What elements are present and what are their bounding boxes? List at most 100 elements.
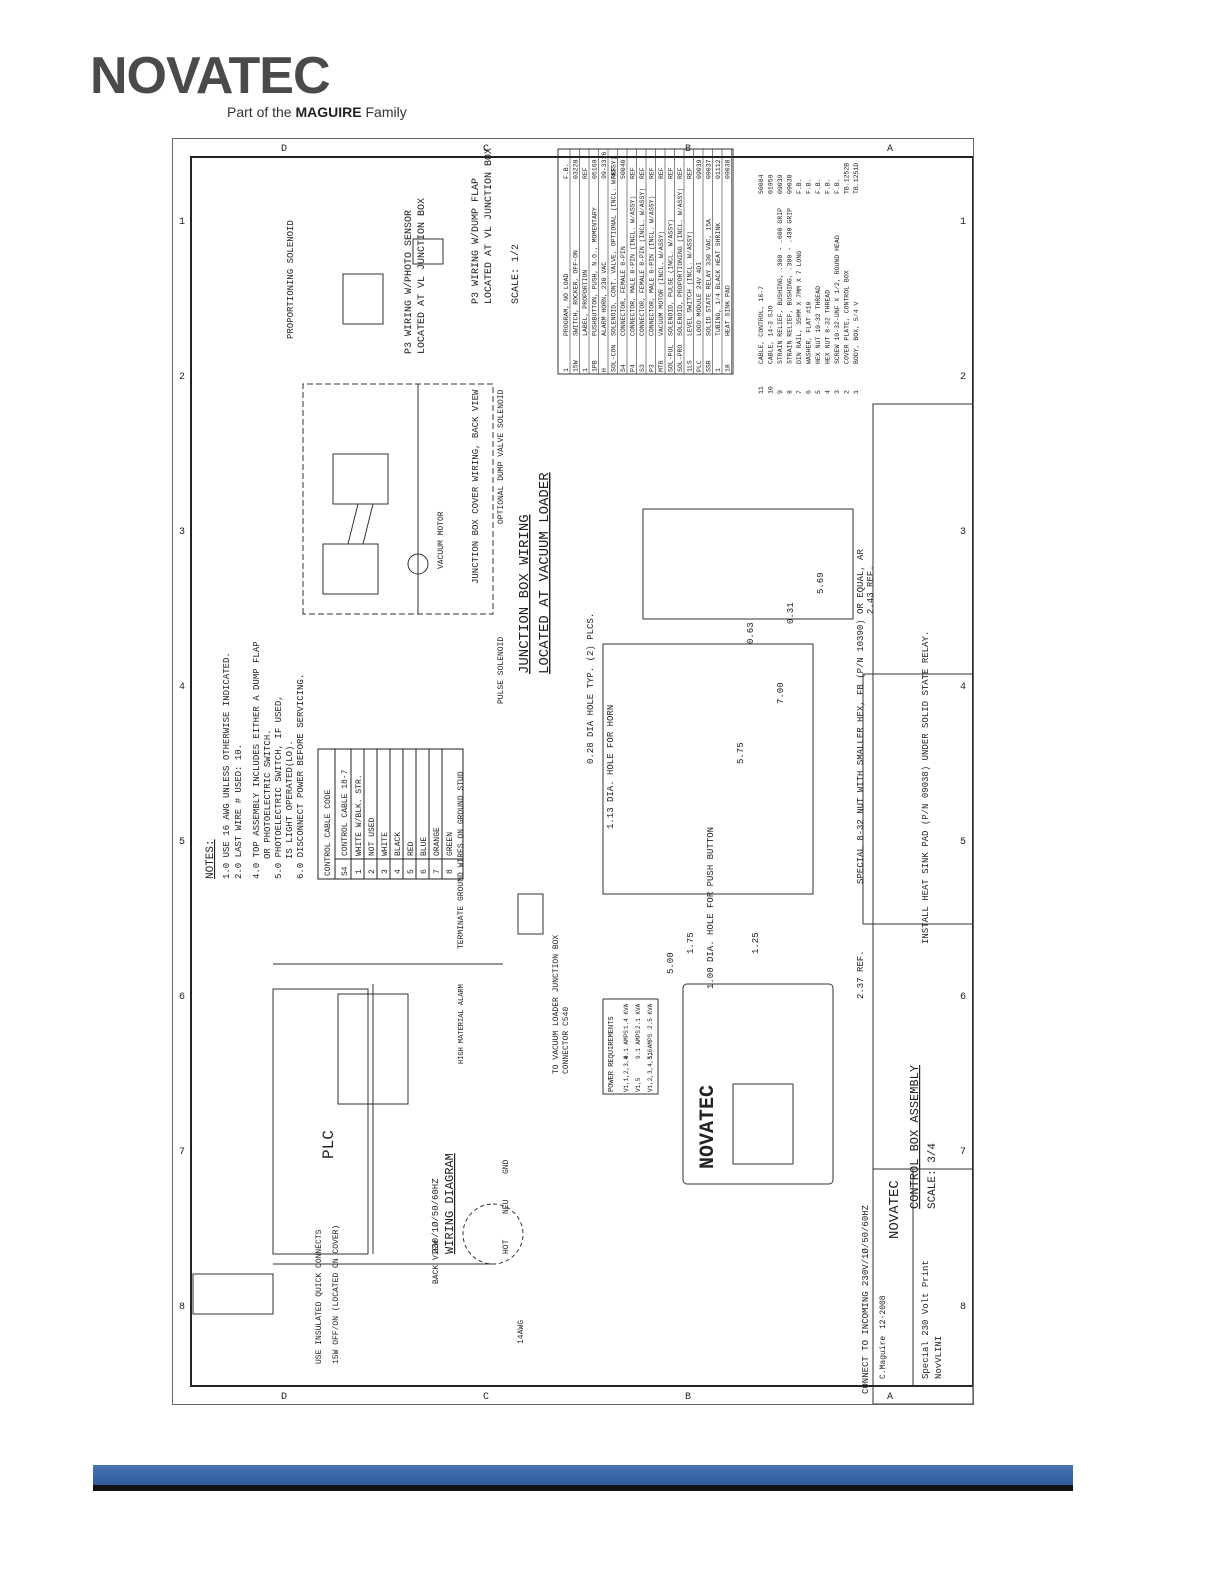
power-title: POWER REQUIREMENTS [608, 1016, 616, 1092]
parts1-desc: SOLENOID, PULSE (INCL. W/ASSY) [668, 219, 675, 336]
parts1-desc: PUSHBUTTON, PUSH, N.O., MOMENTARY [592, 207, 599, 336]
wd-high-material: HIGH MATERIAL ALARM [458, 984, 466, 1064]
parts2-item: 11 [758, 386, 765, 394]
zone-number: 8 [960, 1302, 966, 1313]
zone-letter: D [281, 144, 287, 155]
cable-row-num: 8 [446, 869, 455, 874]
parts1-desc: VACUUM MOTOR (INCL. W/ASSY) [658, 231, 665, 336]
cb-hole-button: 1.00 DIA. HOLE FOR PUSH BUTTON [706, 827, 716, 989]
parts1-pn: 09039 [696, 159, 703, 179]
parts1-desc: ALARM HORN, 230 VAC [601, 262, 608, 336]
wd-power-spec: 230/1Ø/50/60HZ [431, 1178, 441, 1254]
cable-row-desc: GREEN [446, 832, 455, 856]
parts2-desc: BODY, BOX, 5/4 V [853, 301, 860, 364]
zone-number: 3 [179, 527, 185, 538]
parts1-pn: 05169 [592, 159, 599, 179]
parts-list-lower [558, 639, 973, 1374]
parts2-desc: COVER PLATE, CONTROL BOX [844, 270, 851, 364]
parts2-desc: SCREW 10-32-UNF X 1/2, ROUND HEAD [834, 235, 841, 364]
parts1-desc: CONNECTOR, MALE 8-PIN (INCL. W/ASSY) [630, 196, 637, 336]
notes-title: NOTES: [205, 839, 217, 879]
note-1: 1.0 USE 16 AWG UNLESS OTHERWISE INDICATE… [222, 652, 232, 879]
parts1-desc: SOLID STATE RELAY 330 VAC, 15A [706, 219, 713, 336]
parts1-desc: SOLENOID, CONT. VALVE, OPTIONAL (INCL. W… [611, 157, 618, 336]
footer-bar [93, 1465, 1073, 1485]
parts1-item: 1 [582, 368, 589, 372]
power-row-kva: 2.5 KVA [647, 1003, 654, 1029]
notes-block: NOTES: 1.0 USE 16 AWG UNLESS OTHERWISE I… [205, 641, 306, 879]
zone-number: 1 [960, 217, 966, 228]
power-row-volt: V1,2,3,4,5,6 [647, 1048, 654, 1092]
p3-scale: SCALE: 1/2 [510, 244, 522, 304]
parts2-item: 3 [834, 390, 841, 394]
wd-title: WIRING DIAGRAM [443, 1153, 457, 1254]
jb-title: JUNCTION BOX WIRING [517, 514, 533, 674]
wd-use-insulated: USE INSULATED QUICK CONNECTS [315, 1229, 324, 1364]
tagline-suffix: Family [365, 104, 407, 120]
parts1-pn: 03228 [573, 159, 580, 179]
zone-letter: A [887, 144, 893, 155]
note-5: 5.0 PHOTOELECTRIC SWITCH, IF USED, [274, 695, 284, 879]
parts2-pn: F.B. [806, 178, 813, 194]
cable-row-desc: ORANGE [433, 827, 442, 856]
control-box-assembly: NOVATEC CONTROL BOX ASSEMBLY SCALE: 3/4 … [586, 508, 973, 1394]
parts1-pn: 09037 [706, 159, 713, 179]
zone-number: 6 [179, 992, 185, 1003]
parts2-pn: 09039 [777, 174, 784, 194]
parts2-desc: CABLE, 14-3 SJO [768, 305, 775, 364]
zone-letter: D [281, 1392, 287, 1403]
parts1-pn: 01112 [715, 159, 722, 179]
cable-row-desc: WHITE [381, 832, 390, 856]
dimension-label: 0.63 [746, 622, 756, 644]
zone-number: 7 [960, 1147, 966, 1158]
tagline-prefix: Part of the [227, 104, 292, 120]
cable-header-s4: S4 [341, 866, 350, 876]
jb-subtitle: LOCATED AT VACUUM LOADER [537, 472, 553, 674]
cb-connect: CONNECT TO INCOMING 230V/1Ø/50/60HZ [861, 1204, 871, 1394]
parts2-item: 4 [825, 390, 832, 394]
cable-row-desc: RED [407, 841, 416, 856]
zone-letter: A [887, 1392, 893, 1403]
parts1-desc: LABEL, PROPORTION [582, 270, 589, 336]
parts1-item: SOL-CON [611, 345, 618, 372]
zone-number: 7 [179, 1147, 185, 1158]
note-2: 2.0 LAST WIRE # USED: 10. [234, 744, 244, 879]
cable-row-num: 1 [355, 869, 364, 874]
power-row-kva: 1.4 KVA [623, 1003, 630, 1029]
logo-tagline: Part of the MAGUIRE Family [227, 104, 407, 120]
parts1-pn: REF [582, 167, 589, 179]
zone-number: 3 [960, 527, 966, 538]
parts2-desc: STRAIN RELIEF, BUSHING, .300 - .600 GRIP [777, 208, 784, 364]
parts2-item: 2 [844, 390, 851, 394]
parts2-pn: TB.1252B [844, 163, 851, 194]
parts1-item: 18 [725, 364, 732, 372]
cable-row-num: 3 [381, 869, 390, 874]
parts1-desc: HEAT SINK PAD [725, 285, 732, 336]
parts2-pn: 09038 [787, 174, 794, 194]
dimension-label: 2.37 REF. [856, 950, 866, 999]
note-5b: IS LIGHT OPERATED(LO). [285, 740, 295, 859]
power-row-amps: 8.1 AMPS [623, 1030, 630, 1059]
parts1-pn: REF [677, 167, 684, 179]
cb-scale: SCALE: 3/4 [927, 1143, 939, 1209]
parts1-item: SOL-PUL [668, 345, 675, 372]
p3-wiring-section: P3 WIRING W/PHOTO SENSOR LOCATED AT VL J… [342, 148, 522, 354]
cable-row-num: 2 [368, 869, 377, 874]
wd-gnd: GND [502, 1159, 511, 1174]
parts1-pn: 50040 [620, 159, 627, 179]
parts2-pn: F.B. [815, 178, 822, 194]
parts1-desc: CONNECTOR, FEMALE 8-PIN (INCL. W/ASSY) [639, 188, 646, 336]
power-row-amps: 9.1 AMPS [635, 1030, 642, 1059]
parts1-item: MTR [658, 360, 665, 372]
note-4: 4.0 TOP ASSEMBLY INCLUDES EITHER A DUMP … [252, 641, 262, 879]
tb-subtitle: NovVLINI [934, 1336, 944, 1379]
wd-to-vacuum: TO VACUUM LOADER JUNCTION BOX [552, 935, 561, 1074]
parts1-desc: LEVEL SWITCH (INCL. W/ASSY) [687, 231, 694, 336]
cable-code-table: CONTROL CABLE CODE S4 CONTROL CABLE 18-7… [317, 748, 464, 880]
p3-title-2: P3 WIRING W/DUMP FLAP [470, 178, 482, 304]
parts2-pn: F.B. [825, 178, 832, 194]
parts1-item: SSR [706, 360, 713, 372]
zone-letter: C [483, 1392, 489, 1403]
